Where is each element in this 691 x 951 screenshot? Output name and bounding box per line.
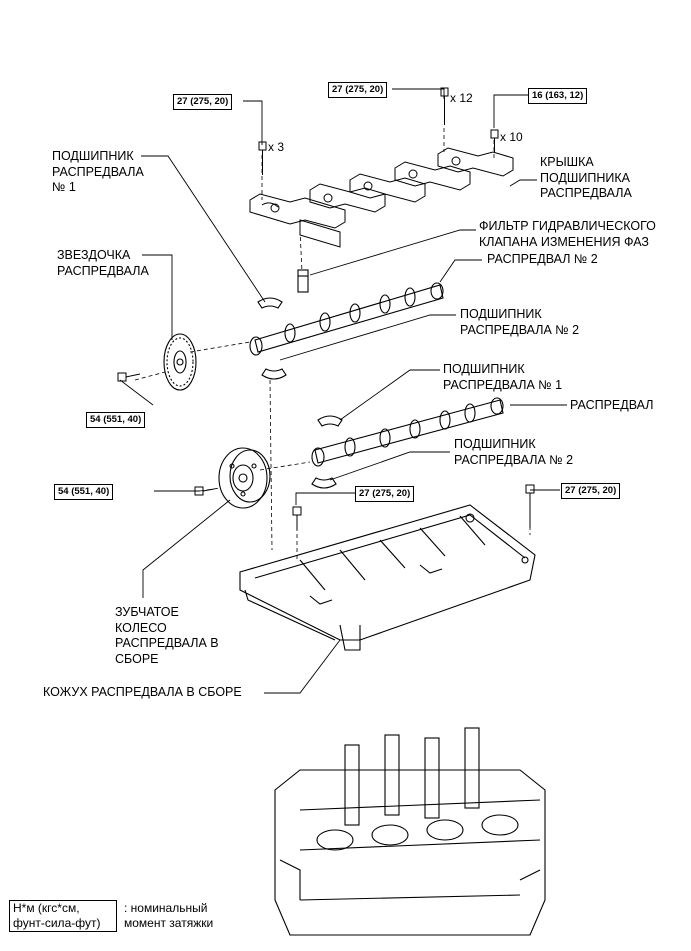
- bolts: [117, 87, 535, 530]
- label-sprocket: ЗВЕЗДОЧКА РАСПРЕДВАЛА: [57, 248, 149, 278]
- legend-unit-box: Н*м (кгс*см, фунт-сила-фут): [9, 900, 117, 932]
- torque-box-housing-bolt-left: 27 (275, 20): [355, 486, 415, 502]
- label-bearing-cap: КРЫШКА ПОДШИПНИКА РАСПРЕДВАЛА: [540, 155, 632, 200]
- label-camshaft: РАСПРЕДВАЛ: [570, 398, 654, 412]
- label-bearing-no2-top: ПОДШИПНИК РАСПРЕДВАЛА № 2: [460, 307, 580, 337]
- sprocket-drawing: [163, 333, 197, 391]
- ocv-filter: [297, 269, 309, 293]
- housing-drawing: [239, 504, 536, 651]
- label-ocv-filter: ФИЛЬТР ГИДРАВЛИЧЕСКОГО КЛАПАНА ИЗМЕНЕНИЯ…: [479, 219, 656, 249]
- label-bearing-no2-mid: ПОДШИПНИК РАСПРЕДВАЛА № 2: [454, 437, 574, 467]
- torque-box-cap-bolt-10: 16 (163, 12): [528, 88, 588, 104]
- torque-box-cap-bolt-12: 27 (275, 20): [328, 82, 388, 98]
- label-bearing-no1-top: ПОДШИПНИК РАСПРЕДВАЛА № 1: [52, 149, 144, 194]
- torque-box-cap-bolt: 27 (275, 20): [173, 94, 233, 110]
- engine-block-drawing: [274, 727, 546, 936]
- bearing-caps: [249, 147, 514, 248]
- torque-box-housing-bolt-right: 27 (275, 20): [561, 483, 621, 499]
- quantity-x12: x 12: [450, 91, 473, 105]
- leader-lines: [119, 88, 567, 694]
- label-bearing-no1-mid: ПОДШИПНИК РАСПРЕДВАЛА № 1: [443, 362, 563, 392]
- bearing-shells: [257, 297, 343, 489]
- quantity-x10: x 10: [500, 130, 523, 144]
- torque-box-gear-bolt: 54 (551, 40): [54, 484, 114, 500]
- camshaft-drawing: [311, 397, 504, 467]
- camshaft-no2-drawing: [249, 282, 444, 356]
- label-housing: КОЖУХ РАСПРЕДВАЛА В СБОРЕ: [43, 685, 242, 699]
- quantity-x3: x 3: [268, 140, 285, 154]
- timing-gear-drawing: [218, 447, 271, 509]
- label-timing-gear: ЗУБЧАТОЕ КОЛЕСО РАСПРЕДВАЛА В СБОРЕ: [115, 605, 219, 666]
- label-camshaft-no2: РАСПРЕДВАЛ № 2: [487, 252, 598, 266]
- torque-box-sprocket-bolt: 54 (551, 40): [86, 412, 146, 428]
- legend-text: : номинальный момент затяжки: [124, 901, 214, 930]
